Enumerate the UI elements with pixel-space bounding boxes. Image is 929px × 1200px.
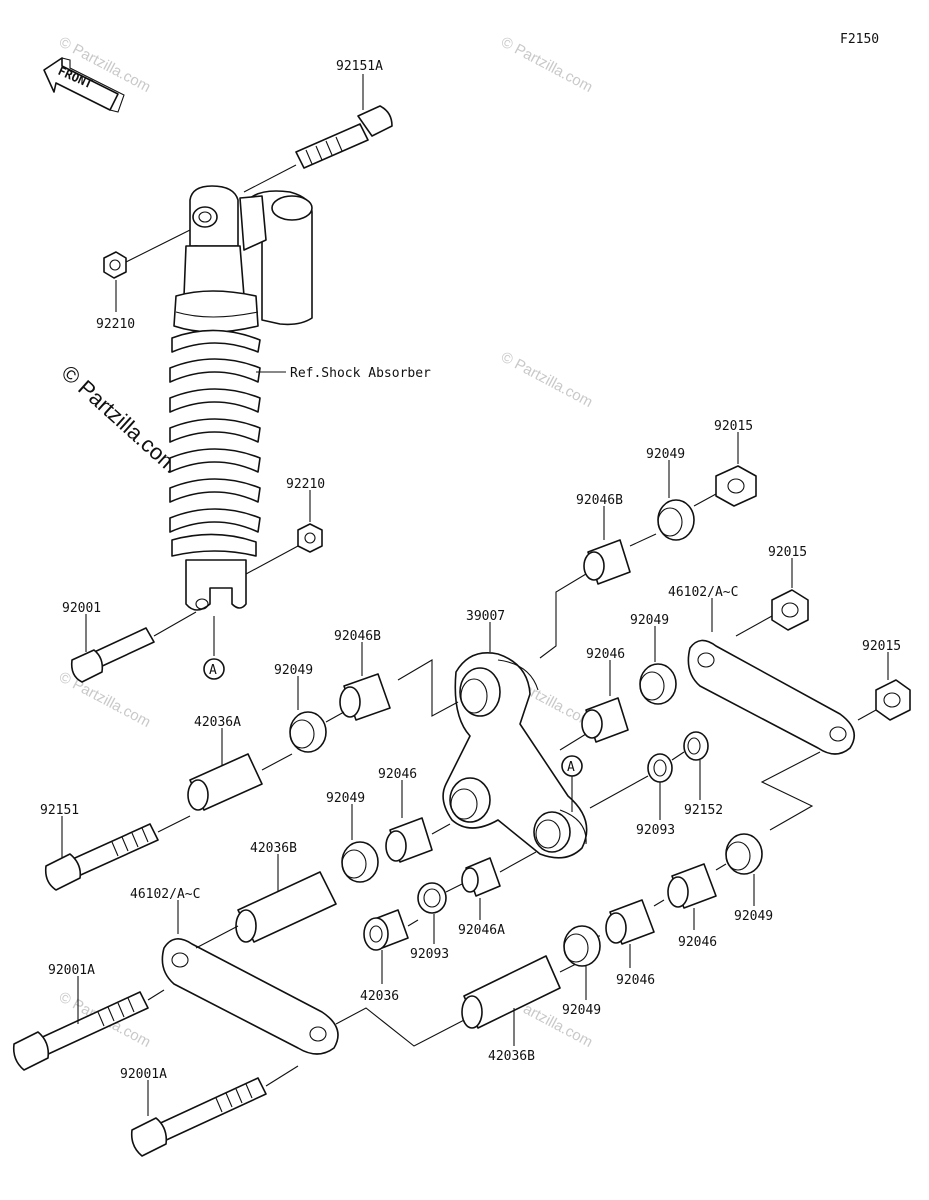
bolt-92151 <box>44 815 191 891</box>
collar-42036 <box>363 909 419 984</box>
nut-92210 <box>245 490 323 575</box>
ref-marker-a: A <box>209 663 217 678</box>
seal-92093 <box>417 882 463 944</box>
part-label: 92015 <box>768 545 807 560</box>
bolt-92151a <box>243 74 393 193</box>
part-label: 92049 <box>734 909 773 924</box>
tie-rod-46102 <box>687 598 856 755</box>
part-label: 42036A <box>194 715 241 730</box>
watermark: © Partzilla.com <box>56 669 153 731</box>
part-label: 92046B <box>334 629 381 644</box>
partzilla-watermark-dark: © Partzilla.com <box>57 360 184 478</box>
part-label: 92046A <box>458 923 505 938</box>
bearing-92046 <box>559 660 629 751</box>
bearing-92046b <box>583 506 631 585</box>
sleeve-42036b <box>461 955 581 1046</box>
front-arrow-icon: FRONT <box>43 57 125 113</box>
part-label: 42036 <box>360 989 399 1004</box>
sleeve-42036a <box>187 728 293 811</box>
part-label: 42036B <box>488 1049 535 1064</box>
bearing-92046 <box>598 899 655 968</box>
part-label: 46102/A~C <box>130 887 200 902</box>
bolt-92001a <box>130 1065 299 1157</box>
part-label: 92015 <box>862 639 901 654</box>
sleeve-42036b <box>235 854 337 943</box>
part-label: 39007 <box>466 609 505 624</box>
part-label: 46102/A~C <box>668 585 738 600</box>
bolt-92001 <box>70 611 197 683</box>
collar-92049 <box>563 925 601 1000</box>
part-label: 92001A <box>48 963 95 978</box>
part-label: 92001 <box>62 601 101 616</box>
part-label: 92046 <box>586 647 625 662</box>
ref-shock-absorber-label: Ref.Shock Absorber <box>290 366 431 381</box>
spring-coils <box>169 329 261 557</box>
collar-92049 <box>629 460 717 547</box>
watermark: © Partzilla.com <box>498 34 595 96</box>
seal-92093 <box>589 753 673 820</box>
part-label: 92152 <box>684 803 723 818</box>
tie-rod-46102 <box>161 900 339 1055</box>
part-label: 92001A <box>120 1067 167 1082</box>
flange-nut-92015 <box>857 652 911 721</box>
part-label: 92049 <box>562 1003 601 1018</box>
collar-92152 <box>671 731 709 800</box>
part-label: 92210 <box>286 477 325 492</box>
rocker-arm-39007 <box>442 622 588 859</box>
bearing-92046 <box>653 863 717 930</box>
shock-absorber <box>169 185 313 611</box>
part-label: 92093 <box>636 823 675 838</box>
watermark: © Partzilla.com <box>498 349 595 411</box>
flange-nut-92015 <box>715 432 757 507</box>
part-label: 92049 <box>274 663 313 678</box>
part-label: 92210 <box>96 317 135 332</box>
part-label: 92015 <box>714 419 753 434</box>
bolt-92001a <box>12 976 165 1071</box>
part-label: 92049 <box>630 613 669 628</box>
part-label: 92046 <box>378 767 417 782</box>
part-label: 92046 <box>678 935 717 950</box>
collar-92049 <box>715 833 763 906</box>
nut-92210 <box>103 229 191 312</box>
collar-92049 <box>639 626 677 705</box>
flange-nut-92015 <box>735 558 809 637</box>
part-label: 92049 <box>326 791 365 806</box>
part-label: 92049 <box>646 447 685 462</box>
collar-92049 <box>341 804 379 883</box>
part-label: 92151 <box>40 803 79 818</box>
bearing-92046 <box>385 780 451 863</box>
bearing-92046b <box>339 642 391 721</box>
part-label: 42036B <box>250 841 297 856</box>
bearing-92046a <box>461 851 537 920</box>
part-label: 92046 <box>616 973 655 988</box>
ref-marker-a: A <box>567 760 575 775</box>
part-label: 92093 <box>410 947 449 962</box>
part-label: 92151A <box>336 59 383 74</box>
part-label: 92046B <box>576 493 623 508</box>
figure-code: F2150 <box>840 32 879 47</box>
collar-92049 <box>289 676 345 753</box>
